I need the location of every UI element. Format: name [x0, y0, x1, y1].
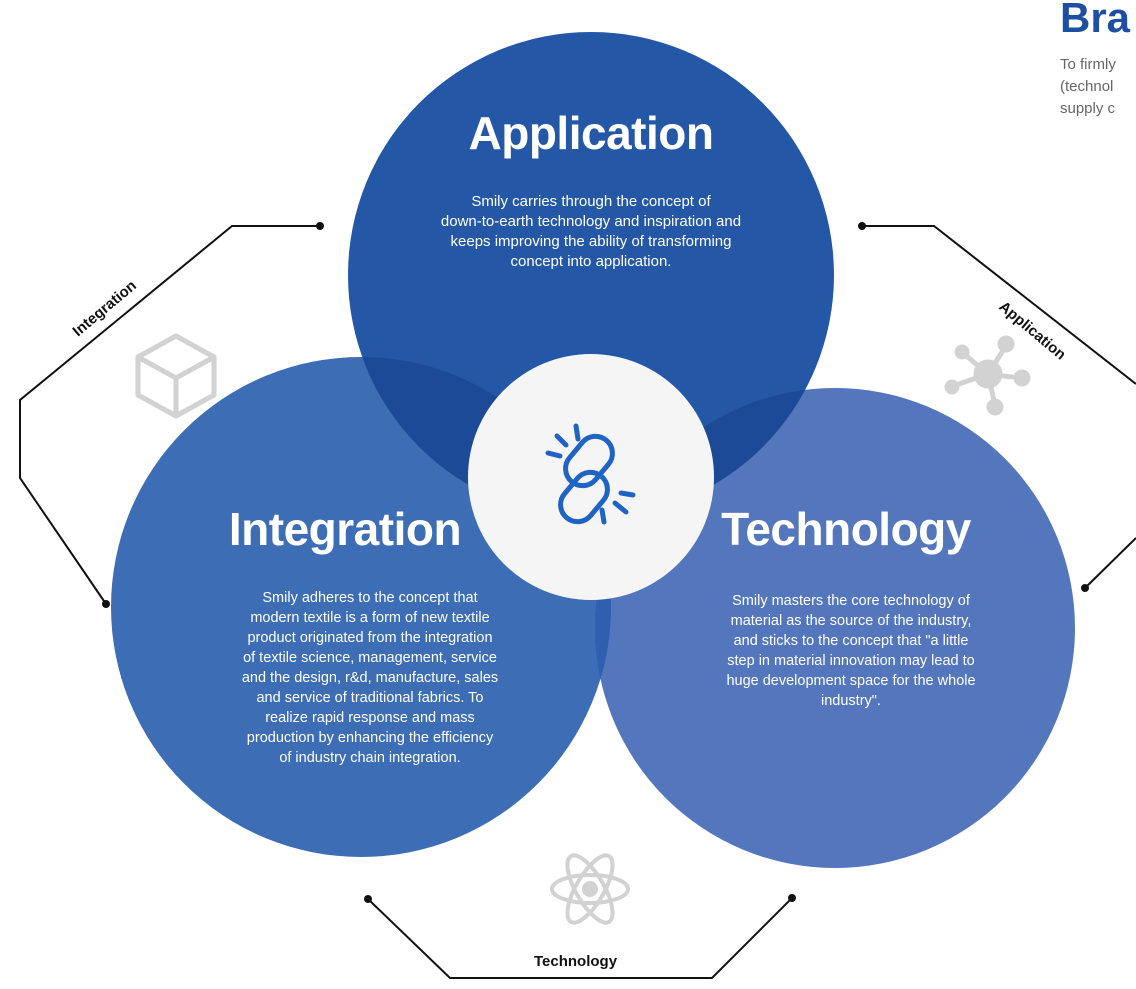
- description-line: Smily adheres to the concept that: [262, 590, 478, 606]
- description-line: product originated from the integration: [247, 630, 493, 646]
- description-line: material as the source of the industry,: [730, 613, 972, 629]
- technology-circle: [595, 388, 1075, 868]
- application-description: Smily carries through the concept of dow…: [406, 192, 776, 272]
- description-line: Smily masters the core technology of: [732, 593, 970, 609]
- description-line: and service of traditional fabrics. To: [256, 690, 484, 706]
- description-line: and sticks to the concept that "a little: [733, 633, 969, 649]
- application-connector-line-lower: [1084, 537, 1136, 589]
- description-line: realize rapid response and mass: [265, 710, 475, 726]
- cube-icon: [135, 333, 217, 419]
- brand-intro-line: (technol: [1060, 78, 1114, 95]
- technology-side-label: Technology: [534, 953, 618, 970]
- connector-dot: [788, 894, 796, 902]
- technology-title: Technology: [721, 503, 971, 555]
- integration-title: Integration: [228, 503, 462, 555]
- brand-heading: Bra: [1060, 0, 1131, 41]
- description-line: concept into application.: [510, 253, 672, 270]
- description-line: industry".: [821, 693, 881, 709]
- connector-dot: [102, 600, 110, 608]
- brand-intro-line: supply c: [1060, 100, 1116, 117]
- integration-connector-line: [19, 225, 320, 605]
- technology-description: Smily masters the core technology of mat…: [676, 591, 1026, 711]
- description-line: keeps improving the ability of transform…: [450, 233, 732, 250]
- description-line: step in material innovation may lead to: [727, 653, 975, 669]
- brand-intro-text: To firmly (technol supply c: [1060, 54, 1136, 120]
- connector-dot: [858, 222, 866, 230]
- technology-connector-line: [367, 897, 793, 979]
- description-line: and the design, r&d, manufacture, sales: [241, 670, 499, 686]
- integration-description: Smily adheres to the concept that modern…: [195, 588, 545, 768]
- atom-icon: [550, 853, 630, 925]
- network-nodes-icon: [944, 335, 1031, 416]
- application-connector-line: [862, 225, 1136, 385]
- connector-dot: [364, 895, 372, 903]
- broken-link-icon: [545, 423, 636, 525]
- description-line: production by enhancing the efficiency: [246, 730, 494, 746]
- center-circle: [468, 354, 714, 600]
- description-line: huge development space for the whole: [726, 673, 976, 689]
- description-line: modern textile is a form of new textile: [250, 610, 490, 626]
- brand-intro-line: To firmly: [1060, 56, 1116, 73]
- connector-dot: [1081, 584, 1089, 592]
- connector-dot: [316, 222, 324, 230]
- description-line: of textile science, management, service: [243, 650, 497, 666]
- application-title: Application: [468, 107, 714, 159]
- description-line: down-to-earth technology and inspiration…: [440, 213, 742, 230]
- description-line: of industry chain integration.: [279, 750, 461, 766]
- description-line: Smily carries through the concept of: [471, 193, 711, 210]
